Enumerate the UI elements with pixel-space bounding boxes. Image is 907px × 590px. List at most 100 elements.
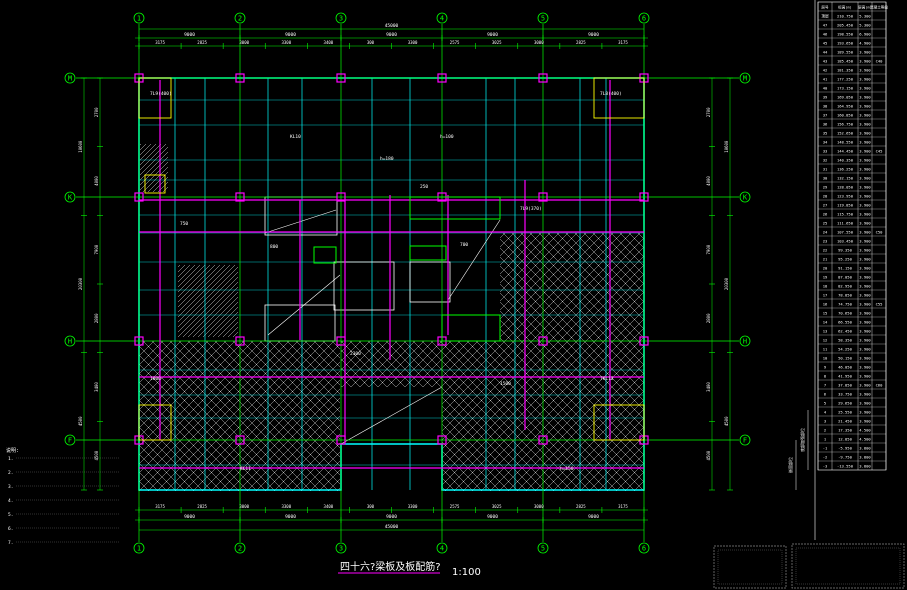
table-cell-46-1: 17.350 — [838, 428, 852, 433]
table-cell-32-0: 16 — [823, 302, 828, 307]
core-room-1 — [333, 261, 395, 311]
dim-sub-top-label-6: 3300 — [408, 40, 418, 45]
axis-col-bubble-1-1 — [234, 542, 246, 554]
table-cell-26-1: 99.350 — [838, 248, 852, 253]
table-cell-5-2: 3.900 — [859, 59, 871, 64]
table-cell-17-2: 3.900 — [859, 167, 871, 172]
axis-col-label-5-1: 6 — [642, 545, 646, 553]
dim-sub-top-label-1: 2825 — [197, 40, 207, 45]
table-cell-15-1: 144.450 — [837, 149, 854, 154]
dim-left-inner-label-4: 3400 — [94, 382, 99, 392]
table-cell-0-0: 顶层 — [821, 14, 829, 19]
table-cell-45-2: 3.900 — [859, 419, 871, 424]
table-header-2: 层高(m) — [858, 5, 872, 10]
table-cell-50-2: 3.800 — [859, 464, 871, 469]
diag-line-0 — [267, 274, 341, 336]
table-cell-22-2: 3.900 — [859, 212, 871, 217]
table-cell-13-2: 3.900 — [859, 131, 871, 136]
axis-row-label-3-0: F — [68, 437, 72, 445]
table-cell-40-2: 3.900 — [859, 374, 871, 379]
table-cell-21-0: 27 — [823, 203, 828, 208]
beam-label-7: 700 — [460, 242, 468, 248]
dim-bay-bottom-label-2: 9000 — [386, 514, 397, 520]
table-cell-30-1: 82.950 — [838, 284, 852, 289]
table-cell-18-2: 3.900 — [859, 176, 871, 181]
table-cell-29-1: 87.050 — [838, 275, 852, 280]
table-cell-39-2: 3.900 — [859, 365, 871, 370]
dim-right-outer-label-1: 20300 — [724, 277, 729, 290]
table-cell-13-0: 35 — [823, 131, 828, 136]
table-cell-39-1: 46.050 — [838, 365, 852, 370]
table-cell-12-0: 36 — [823, 122, 828, 127]
corner-box-2 — [138, 404, 172, 441]
axis-col-bubble-1-0 — [234, 12, 246, 24]
dim-sub-top-label-2: 3000 — [239, 40, 249, 45]
table-cell-3-2: 4.900 — [859, 41, 871, 46]
table-cell-50-1: -13.550 — [837, 464, 854, 469]
table-cell-6-1: 181.350 — [837, 68, 854, 73]
beam-label-14: KL11 — [240, 466, 251, 472]
table-cell-20-1: 123.950 — [837, 194, 854, 199]
table-cell-31-0: 17 — [823, 293, 828, 298]
column-marker-5-1 — [639, 192, 649, 202]
beam-label-9: 7L9(370) — [520, 206, 542, 212]
axis-col-bubble-2-1 — [335, 542, 347, 554]
corner-box-1 — [593, 77, 645, 119]
notes-line-6: 7. — [8, 540, 13, 546]
dim-bay-top-label-3: 9000 — [487, 32, 498, 38]
corner-box-4 — [144, 174, 166, 194]
notes-heading: 说明: — [6, 447, 19, 454]
table-header-1: 标高(m) — [838, 5, 852, 10]
table-cell-18-0: 30 — [823, 176, 828, 181]
table-cell-37-2: 3.900 — [859, 347, 871, 352]
axis-col-bubble-4-1 — [537, 542, 549, 554]
opening-box-1 — [441, 314, 501, 342]
table-cell-0-1: 210.750 — [837, 14, 854, 19]
beam-label-11: 1500 — [500, 381, 511, 387]
table-cell-7-2: 3.900 — [859, 77, 871, 82]
diag-hatch-region-1 — [140, 144, 168, 192]
table-cell-49-1: -9.750 — [838, 455, 852, 460]
notes-line-4: 5. — [8, 512, 13, 518]
axis-row-bubble-1-0 — [64, 191, 76, 203]
notes-line-2: 3. — [8, 484, 13, 490]
table-cell-26-2: 3.900 — [859, 248, 871, 253]
beam-label-10: 2300 — [350, 351, 361, 357]
table-cell-36-0: 12 — [823, 338, 828, 343]
table-cell-9-0: 39 — [823, 95, 828, 100]
table-cell-16-0: 32 — [823, 158, 828, 163]
table-cell-30-2: 3.900 — [859, 284, 871, 289]
axis-col-label-5-0: 6 — [642, 15, 646, 23]
table-cell-41-0: 7 — [824, 383, 826, 388]
table-cell-10-0: 38 — [823, 104, 828, 109]
table-cell-50-0: -3 — [823, 464, 828, 469]
dim-bay-bottom-label-4: 9000 — [588, 514, 599, 520]
table-cell-25-2: 3.900 — [859, 239, 871, 244]
notes-line-0: 1. — [8, 456, 13, 462]
table-cell-25-1: 103.450 — [837, 239, 854, 244]
drawing-title-text: 四十六?梁板及板配筋? — [340, 560, 441, 573]
table-cell-3-1: 193.650 — [837, 41, 854, 46]
table-cell-11-1: 160.850 — [837, 113, 854, 118]
table-cell-11-2: 3.900 — [859, 113, 871, 118]
table-cell-16-1: 140.350 — [837, 158, 854, 163]
dim-bay-bottom-label-3: 9000 — [487, 514, 498, 520]
dim-overall-top-label: 45000 — [385, 23, 399, 29]
table-cell-45-0: 3 — [824, 419, 826, 424]
dim-sub-bottom-label-8: 3025 — [492, 504, 502, 509]
beam-label-1: 7L8(400) — [600, 91, 622, 97]
dim-bay-top-label-0: 9000 — [184, 32, 195, 38]
table-header-3: 混凝土等级 — [870, 5, 888, 10]
table-cell-27-1: 95.250 — [838, 257, 852, 262]
table-cell-4-0: 44 — [823, 50, 828, 55]
table-cell-14-1: 148.550 — [837, 140, 854, 145]
dim-left-inner-label-3: 2800 — [94, 313, 99, 323]
axis-col-bubble-0-1 — [133, 542, 145, 554]
table-cell-44-2: 3.900 — [859, 410, 871, 415]
table-cell-33-1: 70.650 — [838, 311, 852, 316]
dim-left-outer-label-1: 20300 — [78, 277, 83, 290]
dim-left-outer-label-2: 4500 — [78, 416, 83, 426]
opening-box-3 — [409, 245, 447, 261]
